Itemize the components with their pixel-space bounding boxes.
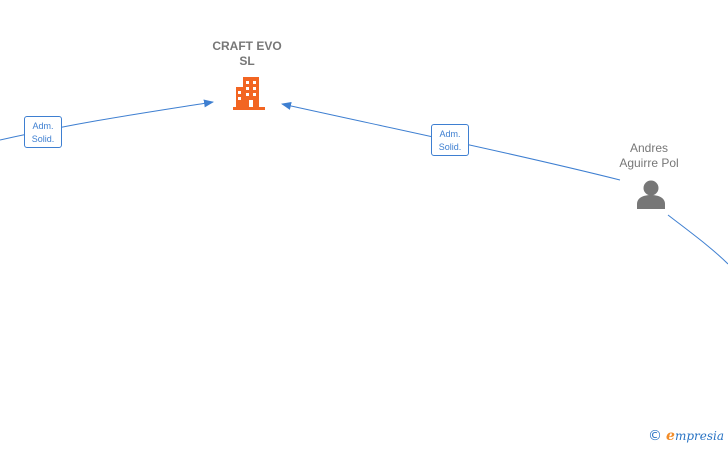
edge-label-left-line2: Solid.	[31, 134, 55, 144]
person-name-line2: Aguirre Pol	[619, 156, 679, 170]
edge-label-left-line1: Adm.	[32, 121, 54, 131]
copyright-icon: ©	[648, 428, 663, 444]
person-name-label[interactable]: Andres Aguirre Pol	[598, 141, 700, 171]
edge-label-right-line1: Adm.	[439, 129, 461, 139]
edge-label-right-line2: Solid.	[438, 142, 462, 152]
brand-logo: empresia	[666, 428, 724, 444]
edge-label-right[interactable]: Adm. Solid.	[431, 124, 469, 156]
person-icon[interactable]	[637, 180, 665, 210]
person-name-line1: Andres	[629, 141, 669, 155]
company-name-label[interactable]: CRAFT EVO SL	[197, 39, 297, 69]
watermark: © empresia	[648, 428, 724, 444]
building-icon[interactable]	[233, 77, 265, 110]
brand-rest: mpresia	[674, 429, 724, 443]
brand-initial: e	[666, 428, 675, 444]
edge-person-to-right[interactable]	[667, 214, 728, 265]
edge-label-left[interactable]: Adm. Solid.	[24, 116, 62, 148]
company-name-line1: CRAFT EVO	[212, 39, 282, 53]
company-name-line2: SL	[239, 54, 255, 68]
